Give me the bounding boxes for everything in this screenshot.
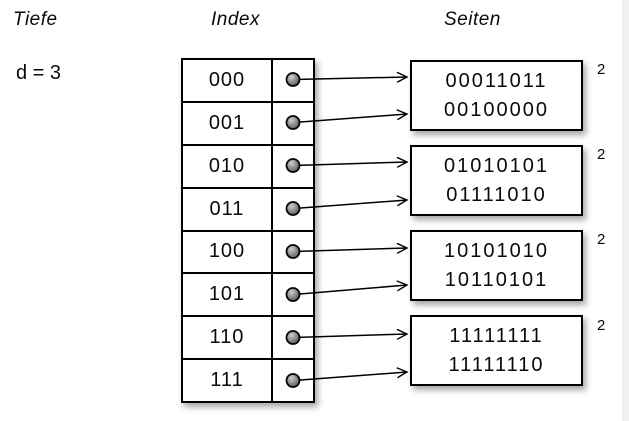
local-depth-label-4: 2 xyxy=(597,317,606,334)
column-title-index: Index xyxy=(211,9,260,30)
index-key: 010 xyxy=(183,145,273,187)
page-box-4: 11111111 11111110 xyxy=(410,315,583,386)
index-key: 110 xyxy=(183,317,273,359)
index-row-110: 110 xyxy=(183,317,313,361)
pointer-cell xyxy=(273,146,313,187)
index-row-001: 001 xyxy=(183,102,313,146)
page-entry: 01010101 xyxy=(444,155,549,177)
page-entry: 10101010 xyxy=(444,240,549,262)
page-box-2: 01010101 01111010 xyxy=(410,145,583,216)
page-entry: 10110101 xyxy=(444,269,549,291)
pointer-cell xyxy=(273,103,313,144)
column-title-tiefe: Tiefe xyxy=(13,9,58,30)
right-edge-strip xyxy=(622,0,629,421)
pointer-cell xyxy=(273,189,313,230)
index-row-100: 100 xyxy=(183,231,313,275)
index-key: 011 xyxy=(183,188,273,230)
pointer-cell xyxy=(273,274,313,315)
page-entry: 00100000 xyxy=(444,99,549,121)
index-row-010: 010 xyxy=(183,145,313,189)
index-key: 000 xyxy=(183,60,273,101)
index-key: 100 xyxy=(183,231,273,273)
page-entry: 00011011 xyxy=(445,70,548,92)
column-title-seiten: Seiten xyxy=(444,9,501,30)
local-depth-label-2: 2 xyxy=(597,146,606,163)
pointer-cell xyxy=(273,317,313,358)
pointer-cell xyxy=(273,360,313,401)
index-row-101: 101 xyxy=(183,274,313,318)
local-depth-label-3: 2 xyxy=(597,231,606,248)
pointer-cell xyxy=(273,60,313,101)
index-row-111: 111 xyxy=(183,360,313,401)
global-depth-label: d = 3 xyxy=(16,62,62,84)
index-row-011: 011 xyxy=(183,188,313,232)
index-key: 101 xyxy=(183,274,273,316)
page-entry: 01111010 xyxy=(446,184,547,206)
index-row-000: 000 xyxy=(183,60,313,103)
page-box-1: 00011011 00100000 xyxy=(410,60,583,131)
page-entry: 11111110 xyxy=(448,354,545,376)
page-box-3: 10101010 10110101 xyxy=(410,230,583,301)
page-entry: 11111111 xyxy=(449,325,544,347)
index-key: 111 xyxy=(183,360,273,401)
local-depth-label-1: 2 xyxy=(597,61,606,78)
index-table: 000 001 010 011 100 101 110 111 xyxy=(181,58,315,403)
index-key: 001 xyxy=(183,102,273,144)
pointer-cell xyxy=(273,232,313,273)
